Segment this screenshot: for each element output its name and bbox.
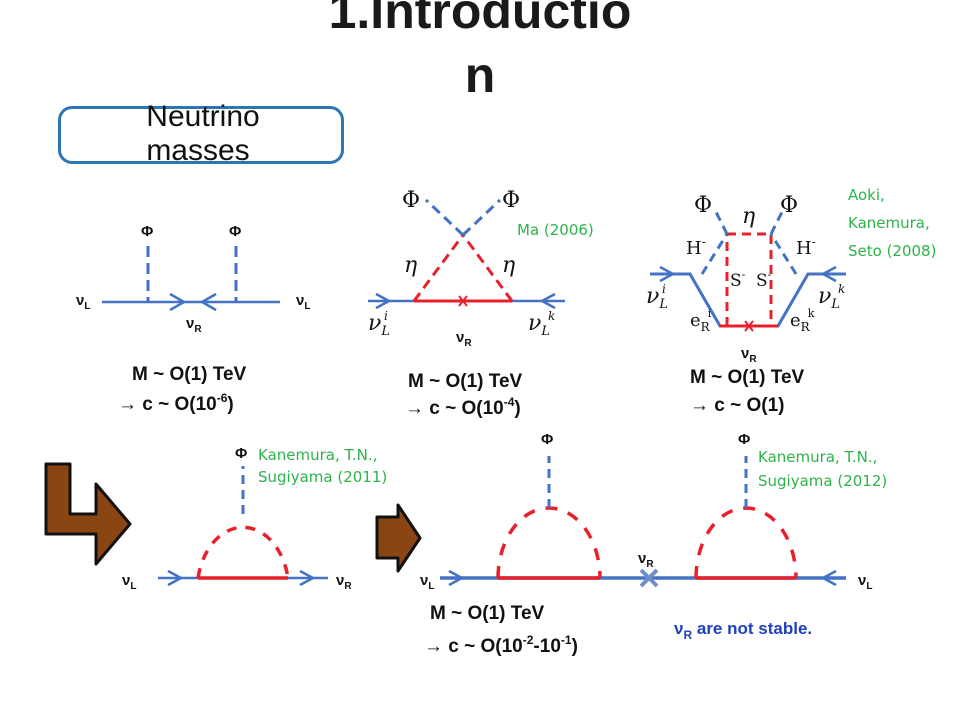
phi-label-right: Φ [502, 188, 520, 213]
section-box-label: Neutrino masses [60, 100, 346, 168]
phi-label-left: Φ [541, 431, 553, 448]
fermion-line [650, 272, 846, 328]
scalar-loop-left [496, 506, 602, 579]
transition-arrow-2 [375, 503, 422, 573]
phi-label-left: Φ [694, 193, 712, 218]
diagram2-coupling: → c ~ O(10-4) [405, 395, 521, 419]
diagram3-citation-line1: Aoki, [848, 186, 885, 204]
phi-line-right [461, 198, 502, 237]
nu-label-left: νLi [368, 309, 390, 339]
diagram-two-loop: Φ Φ νL νL νR Kanemura, T.N., Sugiyama (2… [420, 431, 887, 657]
diagram-aks-model: Φ Φ η H- H- S- S- νLi νLk eRi eRk νR Aok… [646, 186, 936, 416]
page-title-line2: n [464, 47, 496, 103]
diagram4-citation-line2: Sugiyama (2011) [258, 468, 387, 486]
arrow-left [539, 292, 556, 310]
diagram4-citation-line1: Kanemura, T.N., [258, 446, 377, 464]
nu-R-label: νR [336, 572, 352, 592]
diagram3-citation-line3: Seto (2008) [848, 242, 936, 260]
diagram5-citation-line2: Sugiyama (2012) [758, 472, 887, 490]
arrow-left [820, 569, 837, 587]
nu-label-right: νLk [528, 309, 555, 339]
nu-L-label: νL [122, 572, 136, 592]
nu-R-label: νR [741, 345, 757, 365]
h-label-left: H- [686, 235, 706, 259]
phi-label-right: Φ [738, 431, 750, 448]
section-box-line1: Neutrino [146, 100, 260, 133]
phi-line-left [714, 211, 729, 235]
h-line-right [769, 233, 798, 275]
nu-R-label: νR [456, 329, 472, 349]
arrow-right [448, 569, 465, 587]
nu-L-label-right: νL [296, 292, 310, 312]
scalar-loop [725, 232, 773, 328]
diagram5-citation-line1: Kanemura, T.N., [758, 448, 877, 466]
scalar-loop [196, 525, 290, 579]
nu-L-label-left: νL [76, 292, 90, 312]
s-label-left: S- [730, 268, 746, 291]
diagram2-citation: Ma (2006) [517, 221, 594, 239]
eta-line-right [461, 234, 514, 302]
phi-label-right: Φ [229, 223, 241, 240]
transition-arrow-1 [44, 462, 132, 566]
eta-line-left [412, 234, 465, 302]
diagram1-coupling: → c ~ O(10-6) [118, 391, 234, 415]
diagram2-mass: M ~ O(1) TeV [408, 371, 523, 392]
nu-L-label-left: νL [420, 572, 434, 592]
stability-note: νR are not stable. [674, 619, 812, 642]
h-line-left [700, 233, 729, 275]
arrow-right-2 [299, 569, 316, 587]
page-title: 1.Introductio n [0, 0, 960, 104]
e-label-left: eRi [690, 307, 712, 334]
phi-line-right [769, 211, 784, 235]
e-label-right: eRk [790, 307, 815, 334]
diagram3-coupling: → c ~ O(1) [690, 395, 785, 416]
nu-R-label: νR [186, 315, 202, 335]
phi-line-left [424, 198, 465, 237]
mass-insertion [639, 568, 659, 588]
diagram-one-loop: Φ νL νR Kanemura, T.N., Sugiyama (2011) [122, 445, 387, 592]
arrow-right [169, 292, 187, 312]
eta-label: η [742, 204, 755, 229]
diagram-ma-model: Φ Φ η η νLi νLk νR Ma (2006) M ~ O(1) Te… [368, 188, 594, 419]
scalar-loop-right [694, 506, 798, 579]
diagram5-coupling: → c ~ O(10-2-10-1) [424, 633, 578, 657]
nu-L-label-right: νL [858, 572, 872, 592]
section-box [58, 106, 344, 164]
eta-label-left: η [404, 253, 417, 278]
arrow-left [199, 292, 217, 312]
section-box-line2: masses [146, 134, 250, 167]
arrow-right [375, 292, 392, 310]
eta-label-right: η [502, 253, 515, 278]
arrow-left [820, 265, 837, 283]
h-label-right: H- [796, 235, 816, 259]
arrow-right [167, 569, 184, 587]
diagram-tree-seesaw: Φ Φ νL νL νR M ~ O(1) TeV → c ~ O(10-6) [76, 223, 310, 415]
page-title-line1: 1.Introductio [328, 0, 632, 39]
mass-insertion [458, 295, 468, 307]
diagram5-mass: M ~ O(1) TeV [430, 603, 545, 624]
phi-label-left: Φ [141, 223, 153, 240]
diagram1-mass: M ~ O(1) TeV [132, 364, 247, 385]
diagram3-mass: M ~ O(1) TeV [690, 367, 805, 388]
nu-label-left: νLi [646, 282, 668, 312]
s-label-right: S- [756, 268, 772, 291]
phi-label-left: Φ [402, 188, 420, 213]
nu-R-label: νR [638, 550, 654, 570]
phi-label: Φ [235, 445, 247, 462]
nu-label-right: νLk [818, 282, 845, 312]
diagram3-citation-line2: Kanemura, [848, 214, 930, 232]
arrow-right [659, 265, 676, 283]
phi-label-right: Φ [780, 193, 798, 218]
